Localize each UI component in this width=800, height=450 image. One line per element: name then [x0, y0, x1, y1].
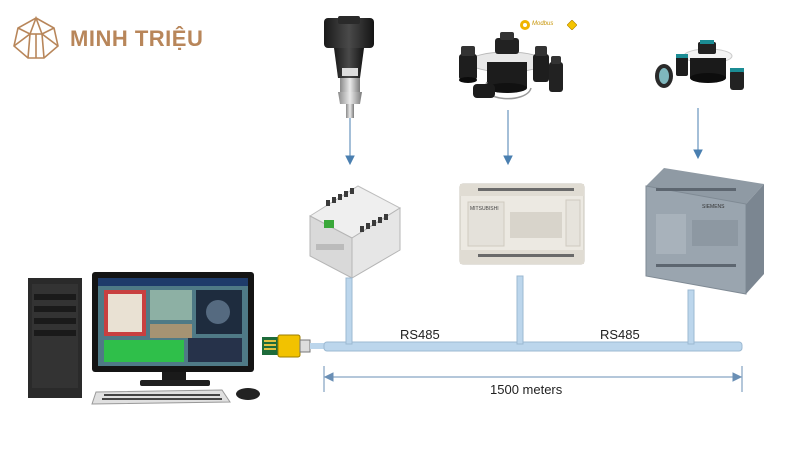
drop-line-siemens	[687, 289, 695, 345]
distance-dimension-line	[323, 366, 743, 392]
ultrasonic-sensor-group-icon	[459, 32, 563, 100]
drop-line-compact-plc	[345, 277, 353, 345]
ex-hazard-icon	[567, 20, 577, 30]
brand-name: MINH TRIỆU	[70, 26, 204, 51]
modbus-label: Modbus	[532, 21, 554, 27]
pressure-transmitter-icon	[324, 16, 374, 118]
compact-plc-icon	[308, 185, 402, 279]
distance-label: 1500 meters	[490, 382, 563, 397]
scada-workstation-icon	[28, 272, 260, 405]
bus-label-right: RS485	[600, 327, 640, 342]
drop-line-mitsubishi	[516, 275, 524, 345]
modbus-badge: Modbus	[519, 19, 579, 31]
rs485-bus-cable	[323, 341, 743, 352]
brand-logo-icon	[13, 15, 59, 59]
siemens-plc-icon: SIEMENS	[645, 168, 764, 295]
modbus-logo-icon	[520, 20, 530, 30]
mitsubishi-brand-text: MITSUBISHI	[470, 206, 499, 212]
bus-label-left: RS485	[400, 327, 440, 342]
rj45-connector-icon	[262, 334, 324, 358]
ultrasonic-sensor-teal-icon	[655, 40, 744, 90]
siemens-brand-text: SIEMENS	[702, 204, 725, 210]
mitsubishi-plc-icon: MITSUBISHI	[459, 183, 585, 265]
